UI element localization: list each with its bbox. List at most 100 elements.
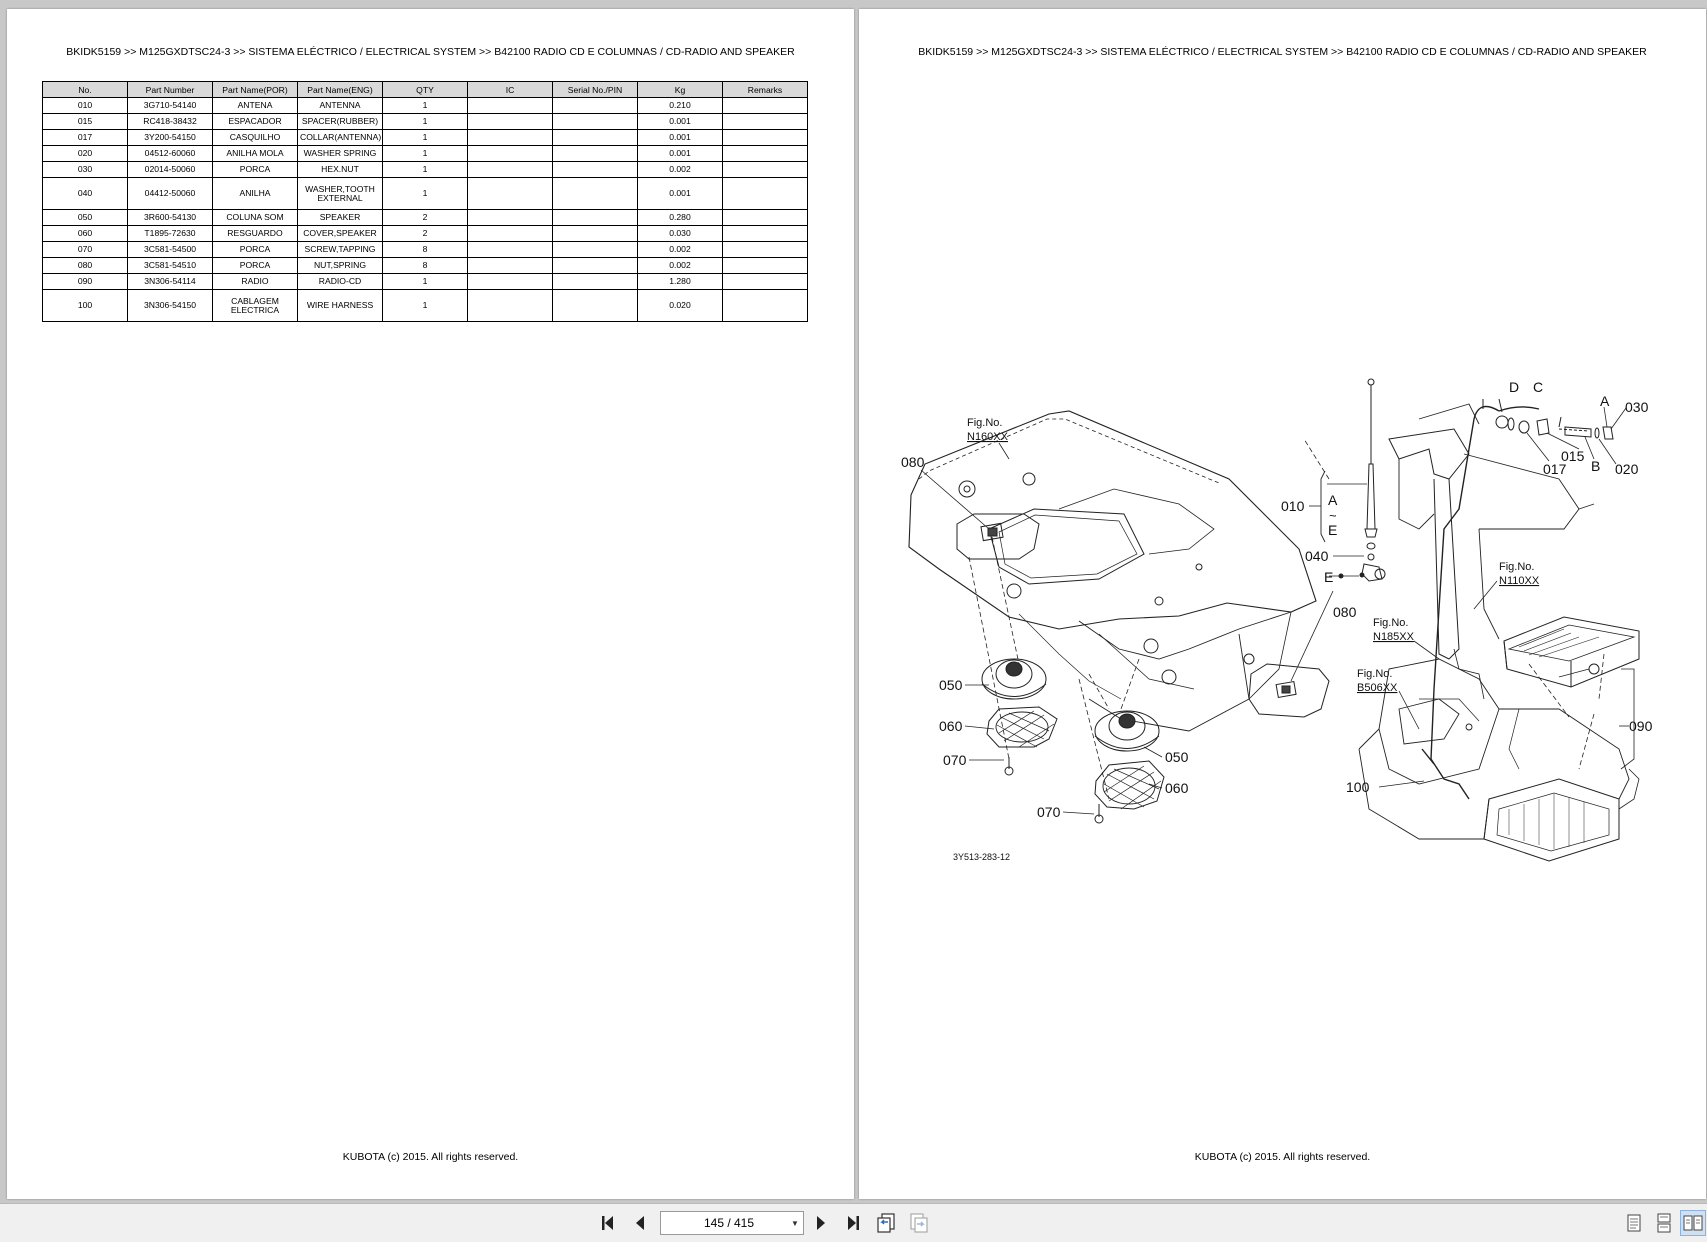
table-row: 090 3N306-54114 RADIO RADIO-CD 1 1.280 xyxy=(42,273,808,290)
fig-ref-label: Fig.No. xyxy=(967,417,1002,429)
previous-page-icon xyxy=(636,1216,644,1230)
cell-name-eng: WASHER SPRING xyxy=(297,145,383,162)
col-header-kg: Kg xyxy=(637,81,723,98)
callout-letter-c: C xyxy=(1533,379,1543,395)
cell-serial xyxy=(552,97,638,114)
page-left: BKIDK5159 >> M125GXDTSC24-3 >> SISTEMA E… xyxy=(7,9,854,1199)
cell-name-por: RESGUARDO xyxy=(212,225,298,242)
table-row: 017 3Y200-54150 CASQUILHO COLLAR(ANTENNA… xyxy=(42,129,808,146)
fig-ref-label: Fig.No. xyxy=(1357,668,1392,680)
table-row: 015 RC418-38432 ESPACADOR SPACER(RUBBER)… xyxy=(42,113,808,130)
cell-no: 040 xyxy=(42,177,128,210)
callout-040: 040 xyxy=(1305,548,1329,564)
cell-serial xyxy=(552,177,638,210)
cell-kg: 0.002 xyxy=(637,241,723,258)
antenna xyxy=(1320,378,1386,582)
screw-right xyxy=(1094,804,1104,824)
cell-ic xyxy=(467,177,553,210)
cell-qty: 2 xyxy=(382,225,468,242)
previous-page-button[interactable] xyxy=(627,1210,653,1236)
cell-serial xyxy=(552,129,638,146)
page-breadcrumb: BKIDK5159 >> M125GXDTSC24-3 >> SISTEMA E… xyxy=(66,46,795,58)
table-row: 030 02014-50060 PORCA HEX.NUT 1 0.002 xyxy=(42,161,808,178)
cell-name-eng: SPEAKER xyxy=(297,209,383,226)
cell-qty: 1 xyxy=(382,273,468,290)
two-page-view-button[interactable] xyxy=(1680,1210,1706,1236)
cell-name-eng: SPACER(RUBBER) xyxy=(297,113,383,130)
cell-part-number: T1895-72630 xyxy=(127,225,213,242)
cell-kg: 0.001 xyxy=(637,177,723,210)
next-page-icon xyxy=(817,1216,825,1230)
cell-part-number: 3R600-54130 xyxy=(127,209,213,226)
page-number-field[interactable]: 145 / 415 ▼ xyxy=(660,1211,804,1235)
callout-080: 080 xyxy=(1333,604,1357,620)
go-back-view-button[interactable] xyxy=(873,1210,899,1236)
cell-kg: 0.210 xyxy=(637,97,723,114)
col-header-serial: Serial No./PIN xyxy=(552,81,638,98)
page-indicator: 145 / 415 xyxy=(703,1216,755,1230)
col-header-name-eng: Part Name(ENG) xyxy=(297,81,383,98)
cell-name-eng: WASHER,TOOTH EXTERNAL xyxy=(297,177,383,210)
page-breadcrumb: BKIDK5159 >> M125GXDTSC24-3 >> SISTEMA E… xyxy=(918,46,1647,58)
cell-remarks xyxy=(722,225,808,242)
go-forward-view-button[interactable] xyxy=(906,1210,932,1236)
callout-letter-a: A xyxy=(1600,393,1610,409)
cab-pillar xyxy=(1388,403,1595,700)
cell-qty: 2 xyxy=(382,209,468,226)
cell-ic xyxy=(467,129,553,146)
callout-leaders xyxy=(920,406,1629,815)
leader-lines xyxy=(968,438,1330,800)
continuous-page-icon xyxy=(1657,1213,1671,1233)
col-header-remarks: Remarks xyxy=(722,81,808,98)
fig-ref-b506xx: B506XX xyxy=(1357,682,1398,694)
cell-remarks xyxy=(722,273,808,290)
fig-ref-n110xx: N110XX xyxy=(1499,575,1540,587)
first-page-icon xyxy=(602,1216,613,1230)
cell-name-eng: RADIO-CD xyxy=(297,273,383,290)
cell-ic xyxy=(467,225,553,242)
cell-remarks xyxy=(722,177,808,210)
cell-serial xyxy=(552,289,638,322)
cell-qty: 1 xyxy=(382,289,468,322)
callout-letter-e: E xyxy=(1324,569,1333,585)
continuous-view-button[interactable] xyxy=(1651,1210,1677,1236)
cell-name-por: COLUNA SOM xyxy=(212,209,298,226)
last-page-button[interactable] xyxy=(840,1210,866,1236)
cell-serial xyxy=(552,273,638,290)
cell-qty: 1 xyxy=(382,129,468,146)
single-page-view-button[interactable] xyxy=(1621,1210,1647,1236)
cell-name-por: RADIO xyxy=(212,273,298,290)
table-row: 010 3G710-54140 ANTENA ANTENNA 1 0.210 xyxy=(42,97,808,114)
cell-serial xyxy=(552,241,638,258)
cell-remarks xyxy=(722,209,808,226)
cell-kg: 0.002 xyxy=(637,257,723,274)
cell-serial xyxy=(552,225,638,242)
cell-no: 020 xyxy=(42,145,128,162)
speaker-right xyxy=(1094,710,1160,752)
bracket-090 xyxy=(1528,653,1635,770)
cell-name-eng: WIRE HARNESS xyxy=(297,289,383,322)
chevron-down-icon[interactable]: ▼ xyxy=(791,1218,799,1228)
first-page-button[interactable] xyxy=(595,1210,621,1236)
drawing-code: 3Y513-283-12 xyxy=(953,852,1010,862)
cell-ic xyxy=(467,273,553,290)
cell-no: 017 xyxy=(42,129,128,146)
cell-ic xyxy=(467,161,553,178)
cell-serial xyxy=(552,161,638,178)
cell-part-number: 3N306-54150 xyxy=(127,289,213,322)
cell-kg: 0.001 xyxy=(637,129,723,146)
cell-kg: 0.280 xyxy=(637,209,723,226)
fig-ref-label: Fig.No. xyxy=(1373,617,1408,629)
viewer-toolbar: 145 / 415 ▼ xyxy=(0,1203,1707,1242)
cell-no: 080 xyxy=(42,257,128,274)
antenna-cable xyxy=(1421,405,1540,800)
parts-table: No. Part Number Part Name(POR) Part Name… xyxy=(42,81,808,322)
range-letter-a: A xyxy=(1328,492,1338,508)
callout-030: 030 xyxy=(1625,399,1649,415)
back-view-icon xyxy=(877,1213,895,1233)
table-row: 100 3N306-54150 CABLAGEM ELECTRICA WIRE … xyxy=(42,289,808,322)
parts-diagram: 080 050 060 070 050 060 070 010 040 030 … xyxy=(901,378,1653,862)
callout-015: 015 xyxy=(1561,448,1585,464)
next-page-button[interactable] xyxy=(808,1210,834,1236)
cell-serial xyxy=(552,145,638,162)
